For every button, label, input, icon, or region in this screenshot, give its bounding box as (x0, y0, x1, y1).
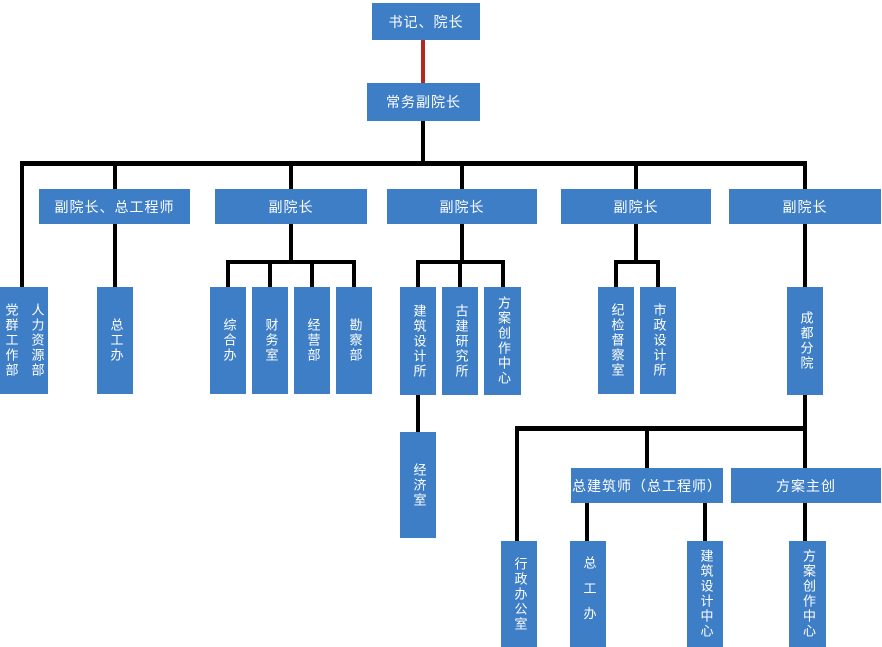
node-economy-office[interactable]: 经济室 (400, 432, 436, 538)
connector-drop-scheme-lead (803, 431, 807, 468)
node-secretary-dean[interactable]: 书记、院长 (372, 3, 480, 40)
connector-vp4-stem (634, 224, 638, 262)
connector-vp2-horizontal (226, 260, 356, 264)
node-chengdu-chief-engineer-office[interactable]: 总工办 (570, 541, 606, 647)
connector-drop-chengdu-chiefengoffice (585, 503, 589, 541)
connector-drop-vp3 (460, 166, 464, 190)
connector-drop-vp2 (289, 166, 293, 190)
node-scheme-lead[interactable]: 方案主创 (731, 468, 881, 503)
node-arch-design-institute[interactable]: 建筑设计所 (400, 287, 436, 395)
node-hr-dept: 人力资源部 (29, 303, 45, 378)
node-survey-dept[interactable]: 勘察部 (336, 287, 372, 394)
connector-drop-finance-office (268, 264, 272, 287)
connector-drop-vp1 (113, 166, 117, 190)
node-admin-office[interactable]: 行政办公室 (501, 541, 537, 647)
node-ancient-arch-institute[interactable]: 古建研究所 (442, 287, 478, 395)
node-municipal-design-institute[interactable]: 市政设计所 (640, 287, 676, 394)
connector-drop-admin-office (515, 431, 519, 541)
connector-archdesign-to-economy (416, 395, 420, 432)
node-chengdu-scheme-creation-center[interactable]: 方案创作中心 (789, 541, 826, 647)
node-vice-dean-chief-engineer[interactable]: 副院长、总工程师 (39, 189, 190, 224)
connector-drop-arch-design-institute (416, 264, 420, 287)
node-party-masses-and-hr[interactable]: 党群工作部 人力资源部 (0, 287, 48, 394)
connector-drop-operations-dept (310, 264, 314, 287)
connector-drop-municipal-institute (656, 264, 660, 287)
node-party-masses-dept: 党群工作部 (3, 303, 19, 378)
connector-secretary-to-execvice-red (421, 40, 425, 83)
connector-vp3-horizontal (416, 260, 505, 264)
connector-drop-vp5 (803, 166, 807, 190)
connector-drop-chief-architect (645, 431, 649, 468)
node-vice-dean-4[interactable]: 副院长 (561, 189, 711, 224)
connector-drop-discipline-office (614, 264, 618, 287)
connector-drop-chengdu-archdesign-center (703, 503, 707, 541)
connector-vp4-horizontal (614, 260, 660, 264)
node-chengdu-branch[interactable]: 成都分院 (787, 287, 823, 395)
node-general-office[interactable]: 综合办 (210, 287, 246, 394)
connector-vp3-stem (460, 224, 464, 262)
connector-main-horizontal (20, 161, 807, 166)
node-chief-engineer-office[interactable]: 总工办 (97, 287, 133, 394)
connector-chengdu-horizontal (515, 426, 807, 431)
connector-vp2-stem (289, 224, 293, 262)
connector-drop-chengdu-scheme-center (803, 503, 807, 541)
node-operations-dept[interactable]: 经营部 (294, 287, 330, 394)
connector-drop-vp4 (634, 166, 638, 190)
connector-execvice-down (421, 121, 425, 163)
connector-drop-general-office (226, 264, 230, 287)
node-vice-dean-2[interactable]: 副院长 (215, 189, 367, 224)
node-chengdu-arch-design-center[interactable]: 建筑设计中心 (687, 541, 723, 647)
node-vice-dean-5[interactable]: 副院长 (729, 189, 881, 224)
connector-drop-party-hr (20, 166, 24, 287)
connector-chengdu-stem (803, 395, 807, 428)
connector-vp5-to-chengdu (803, 224, 807, 287)
node-discipline-inspection-office[interactable]: 纪检督察室 (598, 287, 634, 394)
node-finance-office[interactable]: 财务室 (252, 287, 288, 394)
node-vice-dean-3[interactable]: 副院长 (387, 189, 537, 224)
connector-drop-survey-dept (352, 264, 356, 287)
connector-vp1-to-chiefengoffice (113, 224, 117, 287)
node-exec-vice-dean[interactable]: 常务副院长 (367, 83, 480, 121)
node-chief-architect[interactable]: 总建筑师（总工程师） (571, 468, 723, 503)
connector-drop-ancient-arch-institute (458, 264, 462, 287)
node-scheme-creation-center[interactable]: 方案创作中心 (484, 287, 521, 395)
connector-drop-scheme-creation-center (501, 264, 505, 287)
